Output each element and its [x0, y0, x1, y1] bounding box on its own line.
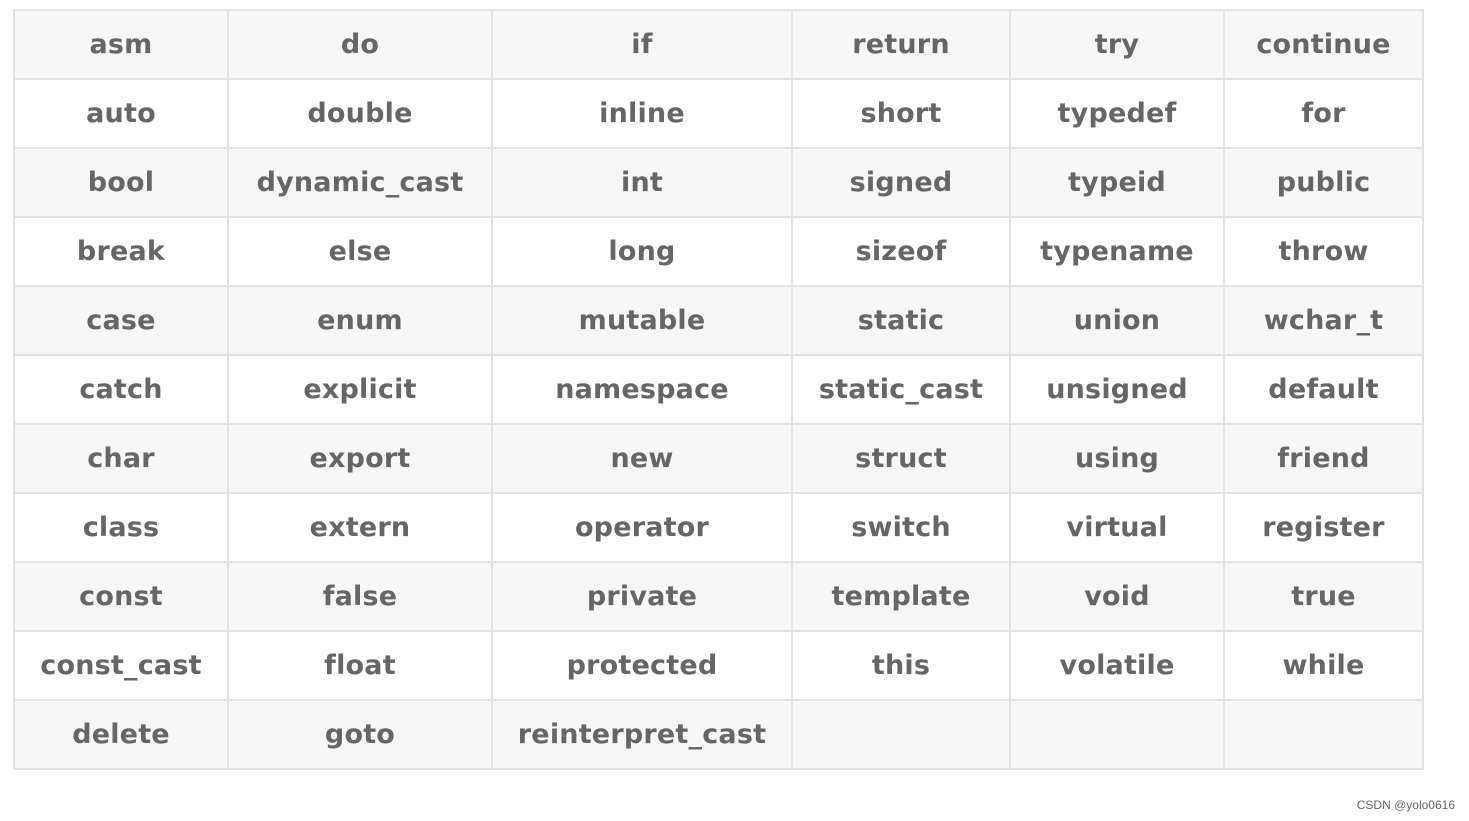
- keyword-cell: namespace: [491, 354, 793, 425]
- keyword-cell: typeid: [1009, 147, 1225, 218]
- keyword-cell: inline: [491, 78, 793, 149]
- keyword-cell: long: [491, 216, 793, 287]
- keyword-cell: double: [227, 78, 493, 149]
- keyword-cell: template: [791, 561, 1011, 632]
- keyword-cell: void: [1009, 561, 1225, 632]
- keyword-cell: extern: [227, 492, 493, 563]
- keyword-cell: do: [227, 9, 493, 80]
- keyword-cell: auto: [13, 78, 229, 149]
- keyword-cell: unsigned: [1009, 354, 1225, 425]
- keyword-cell: case: [13, 285, 229, 356]
- table-row: delete goto reinterpret_cast: [13, 699, 1424, 770]
- keyword-cell: return: [791, 9, 1011, 80]
- keyword-cell: private: [491, 561, 793, 632]
- keyword-cell: explicit: [227, 354, 493, 425]
- keyword-cell: default: [1223, 354, 1424, 425]
- keyword-cell: try: [1009, 9, 1225, 80]
- watermark: CSDN @yolo0616: [1356, 798, 1455, 812]
- keyword-cell: char: [13, 423, 229, 494]
- table-row: auto double inline short typedef for: [13, 78, 1424, 149]
- keyword-cell: typedef: [1009, 78, 1225, 149]
- keyword-cell: struct: [791, 423, 1011, 494]
- keyword-cell: sizeof: [791, 216, 1011, 287]
- keyword-cell: static_cast: [791, 354, 1011, 425]
- keyword-cell: operator: [491, 492, 793, 563]
- keyword-cell: reinterpret_cast: [491, 699, 793, 770]
- keyword-cell: union: [1009, 285, 1225, 356]
- keyword-cell: this: [791, 630, 1011, 701]
- keyword-cell: while: [1223, 630, 1424, 701]
- keyword-cell: short: [791, 78, 1011, 149]
- keyword-table-body: asm do if return try continue auto doubl…: [13, 9, 1424, 770]
- keyword-cell: asm: [13, 9, 229, 80]
- keyword-cell: friend: [1223, 423, 1424, 494]
- keyword-cell: typename: [1009, 216, 1225, 287]
- table-row: bool dynamic_cast int signed typeid publ…: [13, 147, 1424, 218]
- keyword-cell: continue: [1223, 9, 1424, 80]
- keyword-cell: delete: [13, 699, 229, 770]
- keyword-cell: wchar_t: [1223, 285, 1424, 356]
- keyword-cell: true: [1223, 561, 1424, 632]
- keyword-cell: for: [1223, 78, 1424, 149]
- keyword-cell: mutable: [491, 285, 793, 356]
- keyword-cell: enum: [227, 285, 493, 356]
- keyword-cell: class: [13, 492, 229, 563]
- keyword-table: asm do if return try continue auto doubl…: [13, 9, 1424, 770]
- keyword-cell: else: [227, 216, 493, 287]
- keyword-cell: new: [491, 423, 793, 494]
- empty-cell: [1223, 699, 1424, 770]
- keyword-cell: protected: [491, 630, 793, 701]
- keyword-cell: volatile: [1009, 630, 1225, 701]
- keyword-cell: break: [13, 216, 229, 287]
- keyword-cell: public: [1223, 147, 1424, 218]
- keyword-cell: throw: [1223, 216, 1424, 287]
- keyword-cell: export: [227, 423, 493, 494]
- table-row: asm do if return try continue: [13, 9, 1424, 80]
- table-row: const false private template void true: [13, 561, 1424, 632]
- table-row: class extern operator switch virtual reg…: [13, 492, 1424, 563]
- keyword-cell: goto: [227, 699, 493, 770]
- keyword-cell: virtual: [1009, 492, 1225, 563]
- keyword-cell: false: [227, 561, 493, 632]
- table-row: const_cast float protected this volatile…: [13, 630, 1424, 701]
- keyword-cell: int: [491, 147, 793, 218]
- keyword-cell: catch: [13, 354, 229, 425]
- keyword-cell: const_cast: [13, 630, 229, 701]
- keyword-cell: float: [227, 630, 493, 701]
- table-row: char export new struct using friend: [13, 423, 1424, 494]
- keyword-cell: static: [791, 285, 1011, 356]
- empty-cell: [1009, 699, 1225, 770]
- keyword-cell: register: [1223, 492, 1424, 563]
- keyword-cell: bool: [13, 147, 229, 218]
- empty-cell: [791, 699, 1011, 770]
- keyword-cell: using: [1009, 423, 1225, 494]
- keyword-cell: const: [13, 561, 229, 632]
- keyword-cell: switch: [791, 492, 1011, 563]
- table-row: catch explicit namespace static_cast uns…: [13, 354, 1424, 425]
- keyword-cell: dynamic_cast: [227, 147, 493, 218]
- table-row: break else long sizeof typename throw: [13, 216, 1424, 287]
- keyword-cell: if: [491, 9, 793, 80]
- keyword-cell: signed: [791, 147, 1011, 218]
- table-row: case enum mutable static union wchar_t: [13, 285, 1424, 356]
